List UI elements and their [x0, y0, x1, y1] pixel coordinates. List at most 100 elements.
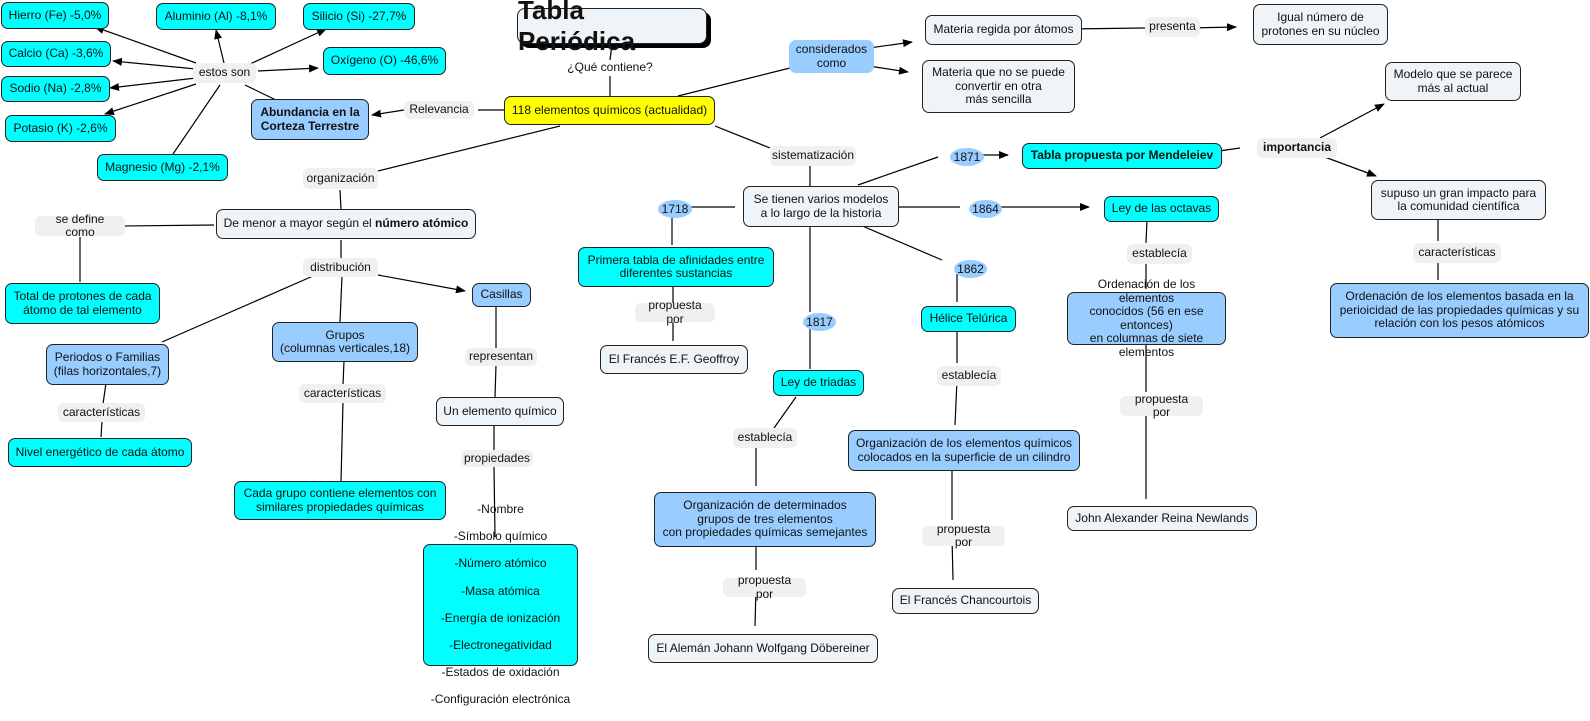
central-node[interactable]: 118 elementos químicos (actualidad) [504, 96, 715, 125]
edge [859, 224, 943, 261]
node-ordenacion-mendeleev[interactable]: Ordenación de los elementos basada en la… [1330, 283, 1589, 338]
element-sodio[interactable]: Sodio (Na) -2,8% [1, 76, 110, 102]
edge [257, 64, 319, 73]
link-sistematizacion: sistematización [770, 146, 856, 166]
edge [1321, 155, 1377, 177]
node-periodos[interactable]: Periodos o Familias (filas horizontales,… [46, 344, 169, 385]
node-geoffroy-table[interactable]: Primera tabla de afinidades entre difere… [578, 247, 774, 287]
link-importancia: importancia [1257, 138, 1337, 158]
element-magnesio[interactable]: Magnesio (Mg) -2,1% [97, 154, 228, 181]
link-relevancia: Relevancia [404, 101, 474, 119]
element-oxigeno[interactable]: Oxígeno (O) -46,6% [323, 47, 446, 75]
link-propuesta-newlands: propuesta por [1120, 392, 1203, 419]
edge [109, 77, 197, 91]
abundance-node[interactable]: Abundancia en la Corteza Terrestre [251, 99, 369, 140]
element-calcio[interactable]: Calcio (Ca) -3,6% [1, 41, 111, 67]
link-propuesta-dobereiner: propuesta por [723, 573, 806, 600]
link-se-define-como: se define como [35, 212, 125, 239]
node-elemento-quimico[interactable]: Un elemento químico [436, 397, 564, 426]
properties-list: -Nombre -Símbolo químico -Número atómico… [431, 489, 570, 720]
link-propiedades: propiedades [461, 450, 533, 467]
node-materia-sencilla[interactable]: Materia que no se puede convertir en otr… [922, 60, 1075, 113]
node-modelo-actual[interactable]: Modelo que se parece más al actual [1385, 62, 1521, 101]
edge [677, 67, 791, 97]
link-estos-son: estos son [193, 63, 256, 83]
edge [112, 57, 197, 70]
edge [172, 84, 221, 155]
element-aluminio[interactable]: Aluminio (Al) -8,1% [156, 3, 276, 30]
link-caracteristicas-grupos: características [299, 384, 386, 403]
edge [94, 26, 197, 64]
edge [161, 275, 314, 343]
edge [1319, 103, 1385, 139]
edge [714, 125, 771, 149]
link-propuesta-chancourtois: propuesta por [922, 522, 1005, 549]
edge [214, 29, 225, 64]
node-varios-modelos[interactable]: Se tienen varios modelos a lo largo de l… [743, 186, 899, 227]
edge [100, 420, 103, 438]
edge [339, 275, 343, 323]
property-item: -Electronegatividad [449, 637, 552, 652]
link-distribucion: distribución [303, 258, 378, 277]
node-materia-atomos[interactable]: Materia regida por átomos [925, 15, 1082, 45]
year-1862: 1862 [954, 260, 987, 278]
property-item: -Nombre [477, 502, 524, 517]
link-propuesta-geoffroy: propuesta por [635, 298, 715, 325]
edge [494, 364, 497, 398]
edge [339, 189, 342, 210]
edge [249, 28, 327, 65]
node-helice[interactable]: Hélice Telúrica [921, 306, 1016, 332]
link-establecia-helice: establecía [937, 366, 1001, 386]
node-bold: número atómico [375, 216, 469, 231]
node-cada-grupo[interactable]: Cada grupo contiene elementos con simila… [234, 481, 446, 520]
property-item: -Símbolo químico [453, 529, 548, 544]
element-silicio[interactable]: Silicio (Si) -27,7% [303, 3, 415, 30]
edge [493, 466, 496, 538]
year-1864: 1864 [969, 200, 1002, 218]
node-geoffroy[interactable]: El Francés E.F. Geoffroy [600, 345, 748, 374]
node-casillas[interactable]: Casillas [472, 283, 531, 307]
edge [122, 224, 215, 227]
edge [857, 156, 939, 186]
node-helice-desc[interactable]: Organización de los elementos químicos c… [848, 430, 1080, 471]
year-1718: 1718 [658, 200, 692, 218]
edge [377, 274, 466, 294]
link-que-contiene: ¿Qué contiene? [562, 60, 658, 76]
node-chancourtois[interactable]: El Francés Chancourtois [892, 588, 1039, 614]
node-total-protones[interactable]: Total de protones de cada átomo de tal e… [5, 283, 160, 324]
node-ley-triadas[interactable]: Ley de triadas [773, 370, 864, 396]
node-nivel-energetico[interactable]: Nivel energético de cada átomo [8, 438, 192, 467]
link-caracteristicas-periodos: características [58, 403, 145, 422]
edge [102, 382, 107, 405]
edge [340, 401, 344, 482]
node-numero-atomico[interactable]: De menor a mayor según el número atómico [216, 209, 476, 239]
link-representan: representan [465, 348, 537, 366]
node-newlands[interactable]: John Alexander Reina Newlands [1067, 506, 1257, 531]
node-dobereiner[interactable]: El Alemán Johann Wolfgang Döbereiner [648, 634, 878, 663]
edge [1145, 219, 1148, 244]
element-hierro[interactable]: Hierro (Fe) -5,0% [1, 2, 109, 29]
link-considerados-como: considerados como [789, 40, 874, 73]
node-ley-octavas[interactable]: Ley de las octavas [1104, 196, 1219, 222]
year-1817: 1817 [803, 313, 836, 331]
node-gran-impacto[interactable]: supuso un gran impacto para la comunidad… [1371, 180, 1546, 220]
node-igual-protones[interactable]: Igual número de protones en su núcleo [1253, 4, 1388, 45]
edge [377, 125, 561, 172]
link-presenta: presenta [1145, 17, 1200, 37]
link-establecia-octavas: establecía [1127, 244, 1192, 264]
node-triadas-desc[interactable]: Organización de determinados grupos de t… [654, 492, 876, 547]
element-potasio[interactable]: Potasio (K) -2,6% [5, 115, 116, 142]
property-item: -Estados de oxidación [441, 665, 560, 680]
node-octavas-desc[interactable]: Ordenación de los elementos conocidos (5… [1067, 277, 1226, 358]
node-grupos[interactable]: Grupos (columnas verticales,18) [272, 322, 418, 362]
edge [773, 396, 797, 429]
node-properties-list[interactable]: -Nombre -Símbolo químico -Número atómico… [423, 502, 578, 706]
property-item: -Configuración electrónica [430, 692, 571, 707]
node-prefix: De menor a mayor según el [223, 216, 376, 231]
property-item: -Número atómico [454, 556, 547, 571]
year-1871: 1871 [950, 148, 984, 166]
node-mendeleev[interactable]: Tabla propuesta por Mendeleiev [1022, 143, 1222, 169]
link-caracteristicas-impacto: características [1413, 243, 1501, 263]
property-item: -Masa atómica [461, 583, 540, 598]
edge [104, 83, 197, 115]
